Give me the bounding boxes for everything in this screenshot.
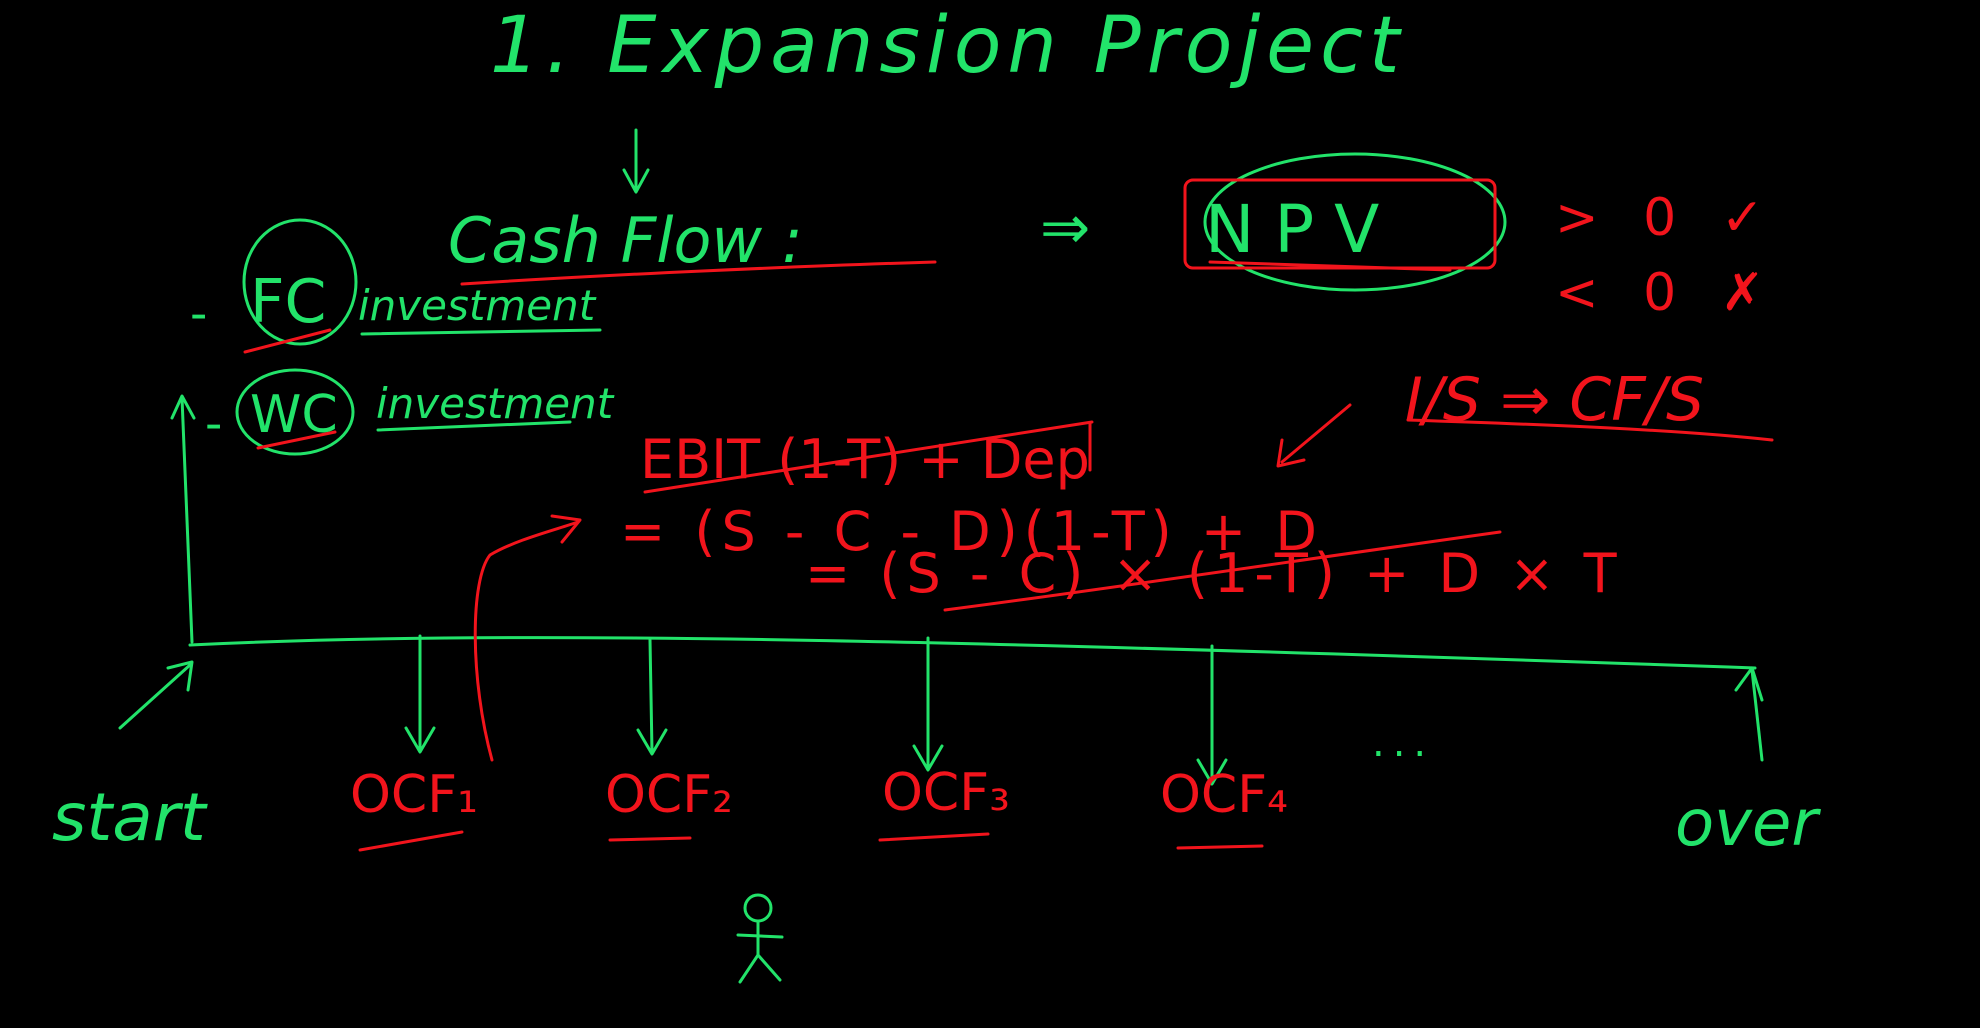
ocf-4-arrow (1196, 644, 1228, 786)
npv-label: NPV (1205, 191, 1399, 268)
wc-circle (235, 368, 355, 456)
wc-red-mark (256, 430, 337, 450)
wc-note: investment (376, 379, 615, 428)
title: 1. Expansion Project (490, 1, 1406, 91)
cash-flow-underline (460, 260, 937, 286)
fc-circle (242, 218, 358, 346)
start-arrow (118, 660, 194, 730)
fc-label: FC (250, 267, 326, 337)
wc-note-underline (376, 420, 572, 432)
ocf-to-formula-arrow (473, 514, 582, 762)
npv-circle (1203, 152, 1507, 292)
wc-label: WC (250, 385, 338, 445)
npv-box (1183, 178, 1497, 270)
timeline-axis (188, 636, 1757, 670)
reject-rule: < 0 ✗ (1555, 263, 1778, 323)
ocf-1-underline (358, 830, 464, 852)
fc-investment: - FC investment (190, 218, 602, 354)
formula-arrow (1276, 403, 1352, 468)
title-arrow (622, 128, 650, 194)
ocf-4-underline (1176, 844, 1264, 850)
npv-group: NPV (1183, 152, 1507, 292)
ocf-rule: I/S ⇒ CF/S (1405, 365, 1704, 435)
timeline-up-arrow (170, 394, 196, 644)
timeline-start-label: start (52, 779, 208, 856)
implies-arrow-1: ⇒ (1040, 193, 1090, 263)
fc-red-mark (243, 328, 332, 354)
ocf-rule-underline (1406, 418, 1774, 442)
ocf-2-arrow (636, 638, 668, 756)
fc-sign: - (190, 286, 207, 342)
ocf-3-underline (878, 832, 990, 842)
npv-underline (1208, 260, 1452, 272)
accept-rule: > 0 ✓ (1555, 188, 1778, 248)
timeline-ellipsis: ... (1372, 720, 1434, 766)
ocf-3-arrow (912, 636, 944, 772)
ocf-4-label: OCF₄ (1160, 765, 1288, 825)
wc-investment: - WC investment (205, 368, 615, 456)
wc-sign: - (205, 396, 222, 452)
fc-note: investment (358, 281, 597, 330)
ocf-2-label: OCF₂ (605, 765, 733, 825)
ocf-2-underline (608, 836, 692, 842)
cash-flow-label: Cash Flow : (448, 204, 803, 277)
formula-line-1-underline (643, 420, 1094, 494)
stick-figure (736, 893, 784, 984)
ocf-1-arrow (404, 634, 436, 754)
end-marker (1734, 666, 1764, 762)
formula-line-3-underline (943, 530, 1502, 612)
ocf-3-label: OCF₃ (882, 763, 1010, 823)
fc-note-underline (360, 328, 602, 336)
ocf-1-label: OCF₁ (350, 765, 478, 825)
formula-line-2: = (S - C - D)(1-T) + D (620, 500, 1323, 563)
timeline-end-label: over (1675, 787, 1821, 861)
